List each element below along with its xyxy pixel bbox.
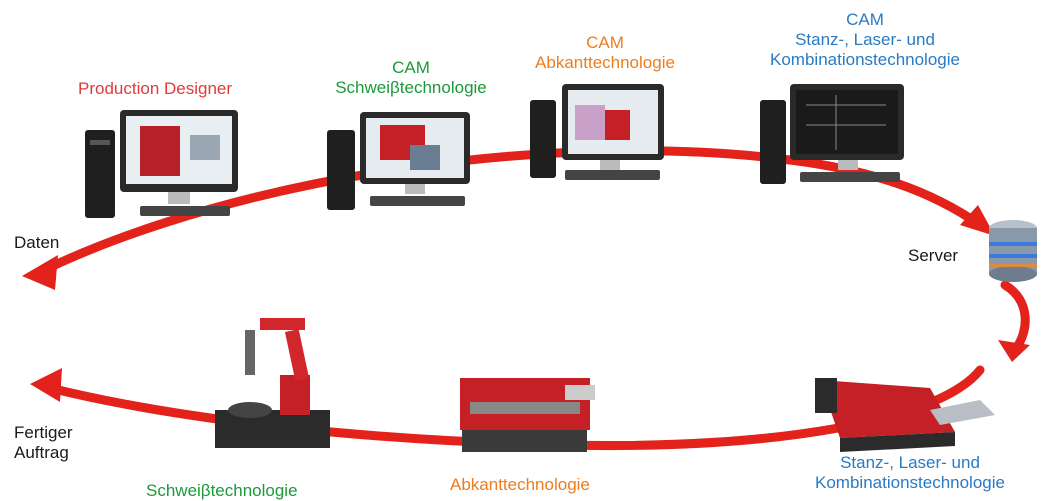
server-label: Server	[908, 246, 959, 265]
daten-label: Daten	[14, 233, 60, 252]
cam-welding-line1: CAM	[392, 58, 430, 77]
cam-bending-label: CAM Abkanttechnologie	[510, 33, 700, 73]
computer-icon	[760, 84, 904, 184]
laser-machine-icon	[815, 378, 995, 452]
computer-icon	[327, 112, 470, 210]
bending-label: Abkanttechnologie	[450, 475, 590, 494]
cam-bending-line1: CAM	[586, 33, 624, 52]
cam-punch-label: CAM Stanz-, Laser- und Kombinationstechn…	[745, 10, 985, 70]
computer-icon	[85, 110, 238, 218]
cam-punch-line3: Kombinationstechnologie	[770, 50, 960, 69]
cam-punch-line1: CAM	[846, 10, 884, 29]
server-icon	[989, 220, 1037, 282]
cam-welding-label: CAM Schweiβtechnologie	[316, 58, 506, 98]
welding-robot-icon	[215, 318, 330, 448]
cam-bending-line2: Abkanttechnologie	[535, 53, 675, 72]
punch-line1: Stanz-, Laser- und	[840, 453, 980, 472]
finished-order-label: Fertiger Auftrag	[14, 423, 73, 463]
computer-icon	[530, 84, 664, 180]
production-designer-label: Production Designer	[78, 79, 233, 98]
press-brake-icon	[460, 378, 595, 452]
cam-punch-line2: Stanz-, Laser- und	[795, 30, 935, 49]
punch-line2: Kombinationstechnologie	[815, 473, 1005, 492]
cam-welding-line2: Schweiβtechnologie	[335, 78, 487, 97]
arrowhead-data	[22, 255, 58, 290]
arrowhead-server	[960, 205, 995, 236]
finished-line2: Auftrag	[14, 443, 69, 462]
arrowhead-finished	[30, 368, 62, 402]
finished-line1: Fertiger	[14, 423, 73, 442]
flow-arrow-right	[1000, 280, 1030, 355]
welding-label: Schweiβtechnologie	[146, 481, 298, 500]
arrowhead-right	[998, 340, 1030, 362]
punch-label: Stanz-, Laser- und Kombinationstechnolog…	[790, 453, 1030, 493]
